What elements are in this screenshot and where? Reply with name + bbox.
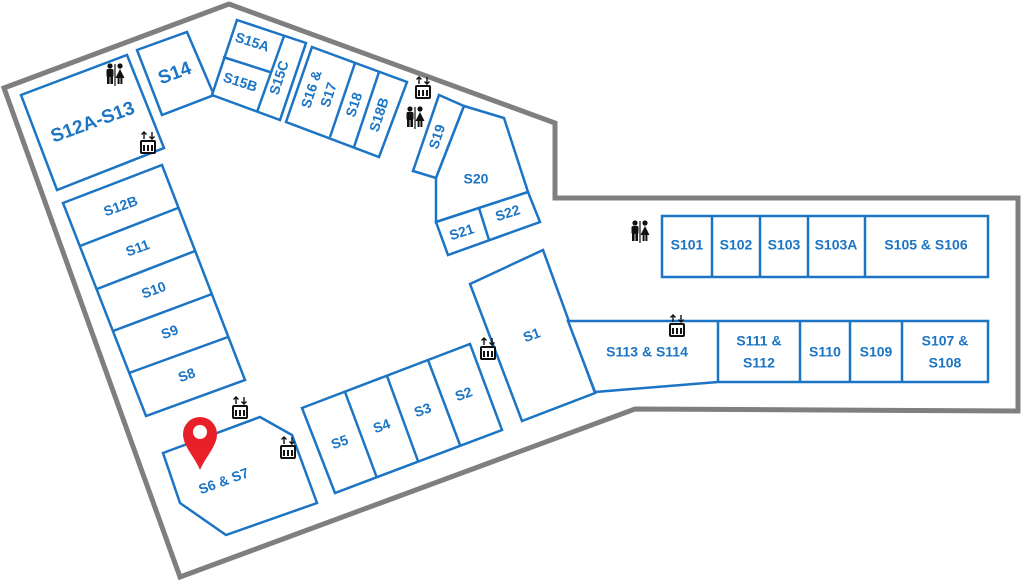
shop-group-s21-s22: S21 S22 bbox=[434, 190, 542, 257]
restroom-icon bbox=[406, 106, 425, 129]
shop-s103[interactable]: S103 bbox=[768, 237, 801, 253]
svg-text:S1: S1 bbox=[521, 324, 543, 345]
shop-s21[interactable]: S21 bbox=[447, 220, 476, 243]
shop-group-s8-s12b: S12B S11 S10 S9 S8 bbox=[61, 163, 247, 418]
shop-s18[interactable]: S18 bbox=[342, 90, 365, 119]
svg-text:S17: S17 bbox=[317, 80, 340, 109]
shop-group-s101-s106: S101 S102 S103 S103A S105 & S106 bbox=[660, 214, 990, 279]
shop-s110[interactable]: S110 bbox=[809, 344, 841, 360]
shop-group-s16-s18b: S16 & S17 S18 S18B bbox=[284, 45, 409, 159]
location-pin-icon[interactable] bbox=[183, 417, 217, 470]
shop-group-s107-s114: S113 & S114 S111 & S112 S110 S109 S107 &… bbox=[566, 319, 990, 394]
shop-group-s15: S15A S15B S15C bbox=[210, 18, 308, 122]
shop-s9[interactable]: S9 bbox=[159, 321, 181, 342]
shop-s111-s112[interactable]: S111 & S112 bbox=[736, 333, 781, 371]
elevator-icon bbox=[668, 314, 686, 338]
shop-group-s2-s5: S5 S4 S3 S2 bbox=[300, 342, 504, 495]
elevator-icon bbox=[231, 396, 249, 420]
elevator-icon bbox=[414, 76, 432, 100]
shop-s8[interactable]: S8 bbox=[176, 364, 198, 385]
svg-text:S19: S19 bbox=[425, 122, 448, 151]
shop-s107-s108[interactable]: S107 & S108 bbox=[922, 333, 969, 371]
shop-s109[interactable]: S109 bbox=[860, 344, 893, 360]
shop-s2[interactable]: S2 bbox=[453, 383, 475, 404]
svg-text:S111 &: S111 & bbox=[736, 333, 781, 349]
shop-s102[interactable]: S102 bbox=[720, 237, 753, 253]
shop-s4[interactable]: S4 bbox=[371, 415, 393, 436]
shop-s105-s106[interactable]: S105 & S106 bbox=[884, 237, 967, 253]
svg-text:S107 &: S107 & bbox=[922, 333, 969, 349]
shop-s103a[interactable]: S103A bbox=[815, 237, 858, 253]
shop-s5[interactable]: S5 bbox=[329, 431, 351, 452]
shop-s12a-s13[interactable]: S12A-S13 bbox=[19, 53, 166, 192]
svg-text:S112: S112 bbox=[743, 355, 775, 371]
svg-text:S108: S108 bbox=[929, 355, 962, 371]
restroom-icon bbox=[106, 63, 125, 86]
svg-text:S20: S20 bbox=[464, 171, 489, 187]
shop-s14[interactable]: S14 bbox=[135, 30, 216, 117]
shop-s113-s114[interactable]: S113 & S114 bbox=[606, 344, 688, 360]
shop-s19[interactable]: S19 bbox=[411, 93, 466, 180]
restroom-icon bbox=[631, 220, 650, 243]
shop-s22[interactable]: S22 bbox=[493, 201, 522, 224]
shop-s101[interactable]: S101 bbox=[671, 237, 704, 253]
shop-s11[interactable]: S11 bbox=[123, 236, 151, 259]
shop-s3[interactable]: S3 bbox=[412, 399, 434, 420]
